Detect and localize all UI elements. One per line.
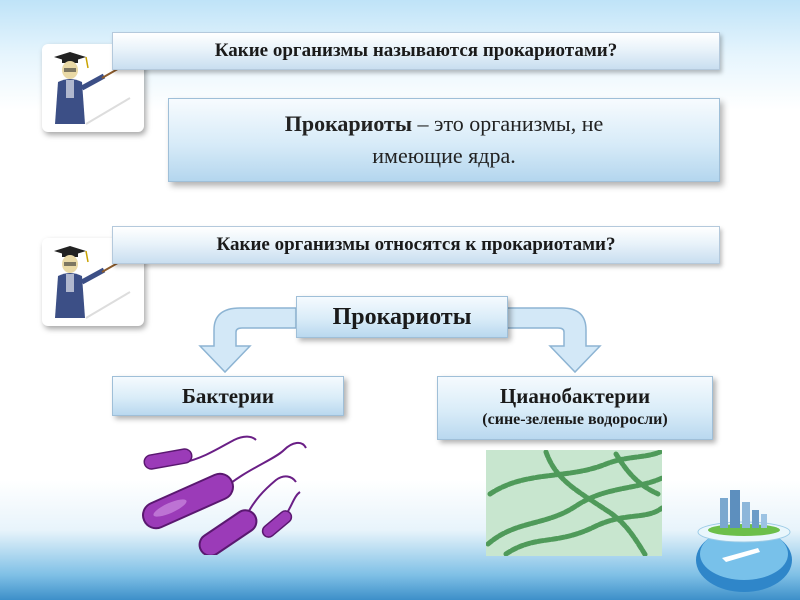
professor-card [42, 238, 144, 326]
bacteria-node: Бактерии [112, 376, 344, 416]
cyanobacteria-image [486, 450, 662, 556]
cyanobacteria-sublabel: (сине-зеленые водоросли) [482, 411, 668, 428]
cyanobacteria-label: Цианобактерии [499, 384, 651, 408]
root-label: Прокариоты [332, 303, 472, 330]
definition-box: Прокариоты – это организмы, не имеющие я… [168, 98, 720, 182]
definition-text: – это организмы, не [412, 111, 604, 136]
question-text-2: Какие организмы относятся к прокариотами… [216, 234, 616, 255]
professor-icon [54, 52, 131, 125]
arrow-right [505, 307, 602, 374]
definition-line-1: Прокариоты – это организмы, не [285, 108, 604, 140]
definition-term: Прокариоты [284, 111, 413, 136]
root-node: Прокариоты [296, 296, 508, 338]
bacteria-image [142, 435, 307, 555]
question-banner-2: Какие организмы относятся к прокариотами… [112, 226, 720, 264]
arrow-left [198, 307, 297, 374]
globe-city-icon [696, 490, 792, 592]
professor-icon [54, 246, 131, 319]
bacteria-label: Бактерии [182, 383, 274, 408]
cyanobacteria-node: Цианобактерии (сине-зеленые водоросли) [437, 376, 713, 440]
question-banner-1: Какие организмы называются прокариотами? [112, 32, 720, 70]
definition-line-2: имеющие ядра. [372, 143, 516, 168]
question-text-1: Какие организмы называются прокариотами? [214, 40, 618, 61]
